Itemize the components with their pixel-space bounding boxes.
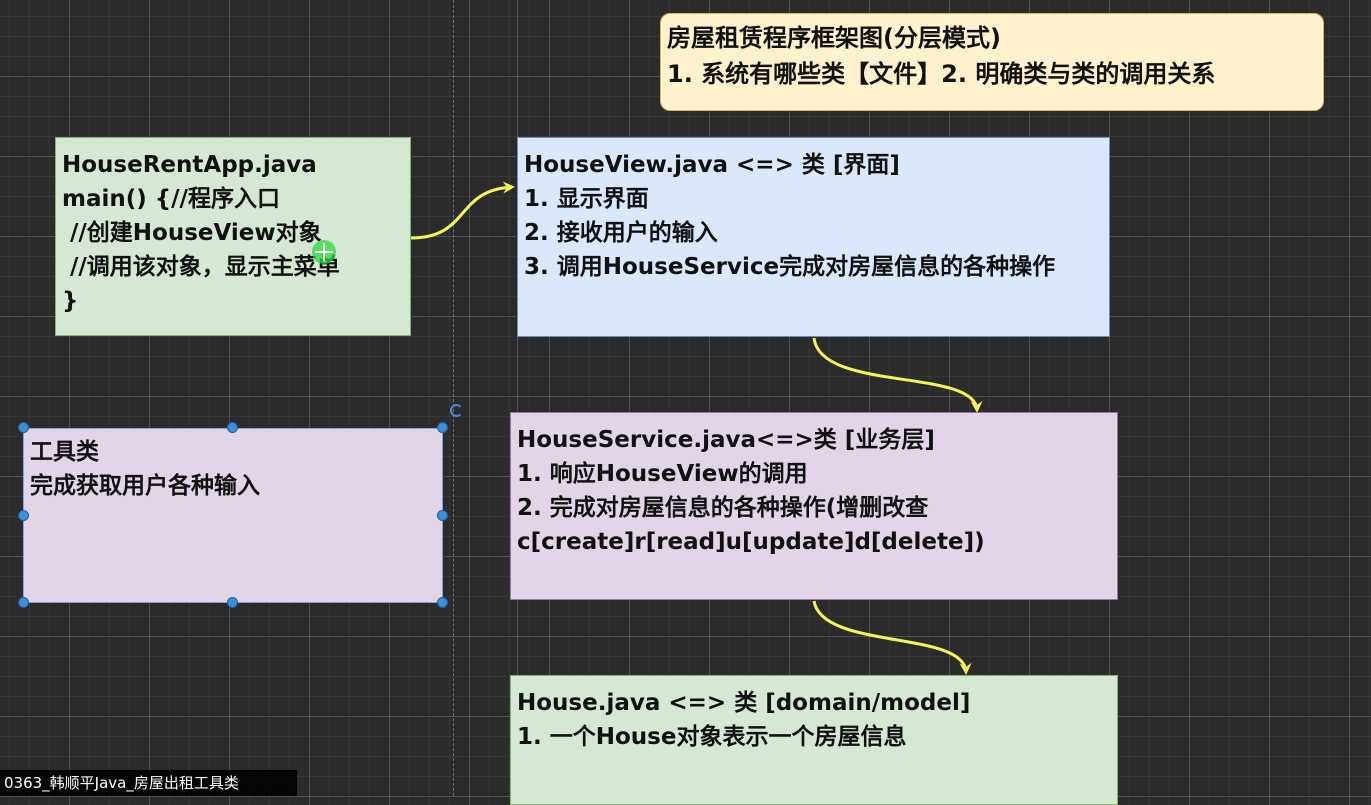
resize-handle-bottom-left[interactable]: [18, 597, 29, 608]
utility-class-box[interactable]: 工具类 完成获取用户各种输入: [23, 428, 443, 603]
box-line: c[create]r[read]u[update]d[delete]): [517, 529, 985, 555]
house-service-box[interactable]: HouseService.java<=>类 [业务层] 1. 响应HouseVi…: [510, 412, 1118, 600]
box-line: 3. 调用HouseService完成对房屋信息的各种操作: [524, 254, 1056, 280]
box-line: 1. 显示界面: [524, 186, 649, 212]
resize-handle-middle-right[interactable]: [437, 510, 448, 521]
house-view-box[interactable]: HouseView.java <=> 类 [界面] 1. 显示界面 2. 接收用…: [517, 137, 1110, 337]
note-line: 1. 系统有哪些类【文件】2. 明确类与类的调用关系: [667, 60, 1216, 88]
box-line: 2. 接收用户的输入: [524, 220, 718, 246]
video-caption: 0363_韩顺平Java_房屋出租工具类: [0, 770, 297, 796]
rotate-icon[interactable]: [450, 404, 463, 417]
box-line: HouseRentApp.java: [62, 152, 317, 178]
connector-service-to-house[interactable]: [812, 600, 972, 675]
move-cursor-icon: [312, 240, 336, 264]
box-line: //创建HouseView对象: [62, 220, 322, 246]
resize-handle-top-left[interactable]: [18, 422, 29, 433]
note-line: 房屋租赁程序框架图(分层模式): [667, 24, 1001, 52]
box-line: HouseService.java<=>类 [业务层]: [517, 427, 935, 453]
box-line: //调用该对象，显示主菜单: [62, 254, 340, 280]
resize-handle-top-center[interactable]: [227, 422, 238, 433]
connector-view-to-service[interactable]: [812, 337, 983, 413]
diagram-title-note[interactable]: 房屋租赁程序框架图(分层模式) 1. 系统有哪些类【文件】2. 明确类与类的调用…: [660, 13, 1324, 111]
box-line: 1. 响应HouseView的调用: [517, 461, 808, 487]
box-line: 2. 完成对房屋信息的各种操作(增删改查: [517, 495, 929, 521]
box-line: }: [62, 288, 79, 314]
vertical-guide-line: [453, 0, 454, 796]
box-line: House.java <=> 类 [domain/model]: [517, 690, 971, 716]
house-rent-app-box[interactable]: HouseRentApp.java main() {//程序入口 //创建Hou…: [55, 137, 411, 336]
box-line: HouseView.java <=> 类 [界面]: [524, 152, 900, 178]
resize-handle-bottom-right[interactable]: [437, 597, 448, 608]
resize-handle-top-right[interactable]: [437, 422, 448, 433]
box-line: 工具类: [30, 439, 99, 465]
box-line: 完成获取用户各种输入: [30, 473, 260, 499]
resize-handle-bottom-center[interactable]: [227, 597, 238, 608]
box-line: main() {//程序入口: [62, 186, 280, 212]
house-model-box[interactable]: House.java <=> 类 [domain/model] 1. 一个Hou…: [510, 675, 1118, 805]
box-line: 1. 一个House对象表示一个房屋信息: [517, 724, 907, 750]
resize-handle-middle-left[interactable]: [18, 510, 29, 521]
vertical-guide-line: [517, 0, 518, 796]
connector-app-to-view[interactable]: [410, 181, 515, 240]
